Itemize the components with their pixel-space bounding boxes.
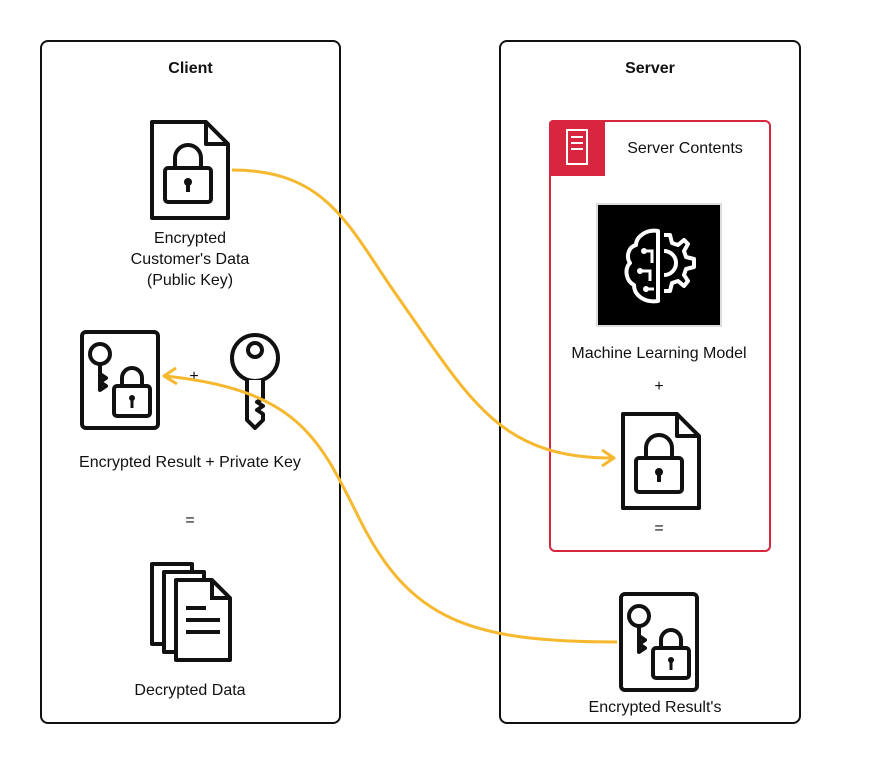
locked-document-icon — [621, 412, 701, 510]
documents-stack-icon — [150, 562, 232, 662]
client-title: Client — [168, 60, 213, 77]
client-equals-sign: = — [185, 512, 195, 529]
encrypted-results-label: Encrypted Result's — [588, 699, 722, 716]
key-lock-document-icon — [619, 592, 699, 692]
encrypted-result-label: Encrypted Result + Private Key — [79, 454, 301, 471]
upload-arrowhead — [601, 448, 616, 468]
locked-document-icon — [150, 120, 230, 220]
ml-model-label: Machine Learning Model — [571, 345, 747, 362]
server-equals-sign: = — [654, 520, 664, 537]
server-title: Server — [625, 60, 675, 77]
return-arrowhead — [162, 366, 178, 386]
server-contents-title: Server Contents — [627, 140, 743, 157]
server-plus-sign: + — [654, 378, 664, 395]
server-contents-badge — [549, 120, 605, 176]
key-icon — [230, 333, 280, 430]
key-lock-document-icon — [80, 330, 160, 430]
upload-arrow — [231, 168, 613, 460]
return-arrow — [164, 374, 618, 644]
brain-gear-icon — [624, 228, 696, 304]
decrypted-data-label: Decrypted Data — [134, 682, 246, 699]
server-icon — [566, 129, 588, 165]
ml-model-box — [596, 203, 722, 327]
encrypted-data-label: Encrypted Customer's Data (Public Key) — [130, 230, 250, 289]
client-plus-sign: + — [189, 368, 199, 385]
